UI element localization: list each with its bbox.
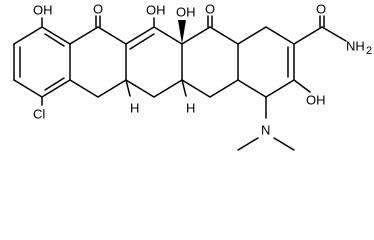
bond bbox=[125, 79, 155, 98]
bond bbox=[209, 79, 239, 98]
bond bbox=[125, 79, 131, 97]
aromatic-ring-left bbox=[13, 26, 71, 98]
oh-label-center-top: OH bbox=[146, 3, 166, 18]
bond bbox=[181, 26, 211, 45]
amide-n-label: NH bbox=[346, 39, 365, 54]
bond bbox=[265, 26, 295, 45]
ring-four bbox=[181, 26, 239, 98]
amide-n-subscript: 2 bbox=[366, 45, 372, 57]
bond bbox=[13, 79, 43, 98]
bond bbox=[97, 79, 127, 98]
bond bbox=[44, 33, 65, 47]
bond bbox=[209, 26, 239, 45]
bond bbox=[181, 79, 187, 97]
bond bbox=[125, 26, 155, 45]
ring-two bbox=[69, 26, 127, 98]
h-label-right: H bbox=[186, 101, 195, 116]
h-label-left: H bbox=[130, 101, 139, 116]
ring-five bbox=[237, 26, 295, 98]
cl-label: Cl bbox=[33, 107, 45, 122]
o-ketone-right-label: O bbox=[205, 2, 215, 17]
bond bbox=[237, 137, 259, 151]
bond bbox=[321, 26, 347, 42]
amine-n-label: N bbox=[261, 123, 270, 138]
bond bbox=[293, 26, 323, 45]
bond bbox=[129, 33, 155, 50]
bond bbox=[41, 26, 71, 45]
wedge-bond bbox=[178, 20, 186, 44]
bond bbox=[181, 79, 211, 98]
bond bbox=[97, 26, 127, 45]
bond bbox=[265, 79, 295, 98]
bond bbox=[293, 79, 311, 93]
ring-three bbox=[125, 26, 183, 98]
bond bbox=[69, 79, 99, 98]
bond bbox=[69, 26, 99, 45]
amide-o-label: O bbox=[316, 2, 326, 17]
bond bbox=[41, 79, 71, 98]
oh-label-left: OH bbox=[33, 3, 53, 18]
o-ketone-mid-label: O bbox=[93, 2, 103, 17]
bond bbox=[44, 77, 65, 91]
bond bbox=[237, 79, 267, 98]
bond bbox=[237, 26, 267, 45]
oh-label-center-ring: OH bbox=[176, 5, 196, 20]
bond bbox=[153, 79, 183, 98]
bond bbox=[13, 26, 43, 45]
chemical-structure-diagram: OH Cl O OH H OH O H bbox=[13, 2, 372, 151]
bond bbox=[273, 137, 295, 151]
bond bbox=[153, 26, 183, 45]
oh-label-lower-right: OH bbox=[306, 93, 326, 108]
molecule-canvas: OH Cl O OH H OH O H bbox=[13, 2, 372, 151]
